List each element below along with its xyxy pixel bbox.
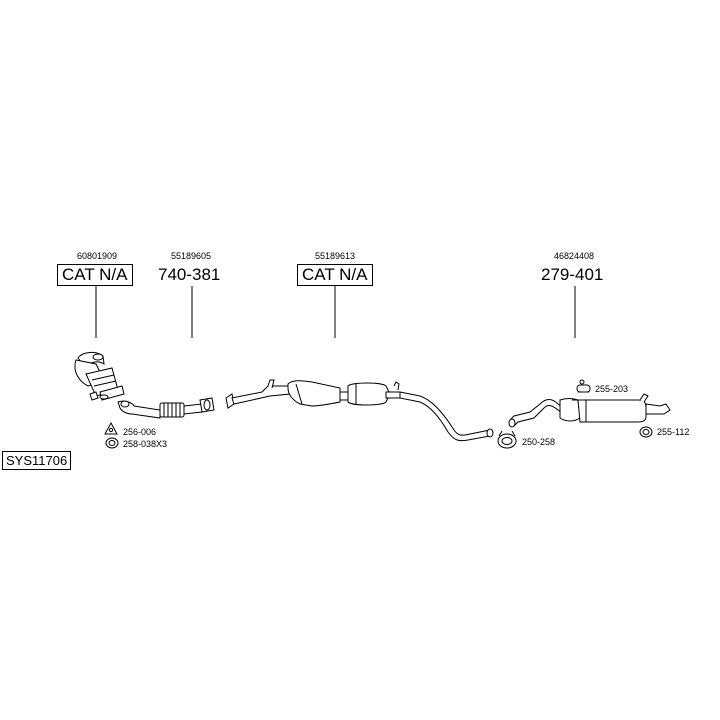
center-catalyst-part bbox=[225, 379, 494, 442]
triangle-gasket-icon bbox=[104, 421, 118, 435]
front-pipe-part bbox=[117, 397, 215, 419]
rubber-hanger-icon bbox=[576, 379, 591, 393]
rear-silencer-part bbox=[508, 393, 671, 428]
accessory-label-triangle-gasket[interactable]: 256-006 bbox=[123, 427, 157, 437]
front-catalyst-part bbox=[74, 351, 125, 401]
system-code-label: SYS11706 bbox=[2, 451, 72, 470]
accessory-label-rubber-hanger[interactable]: 255-203 bbox=[595, 384, 629, 394]
part-label-front-pipe[interactable]: 740-381 bbox=[158, 265, 221, 284]
accessory-label-ring-mount[interactable]: 255-112 bbox=[657, 427, 690, 437]
part-label-rear-silencer[interactable]: 279-401 bbox=[541, 265, 604, 284]
accessory-label-ring-gasket[interactable]: 258-038X3 bbox=[123, 439, 168, 449]
ring-gasket-icon bbox=[105, 437, 119, 449]
oem-number-center-cat: 55189613 bbox=[314, 251, 356, 261]
accessory-label-clamp[interactable]: 250-258 bbox=[522, 437, 556, 447]
clamp-icon bbox=[497, 430, 517, 449]
part-label-front-cat[interactable]: CAT N/A bbox=[57, 264, 133, 286]
oem-number-rear-silencer: 46824408 bbox=[553, 251, 595, 261]
part-label-center-cat[interactable]: CAT N/A bbox=[297, 264, 373, 286]
ring-mount-icon bbox=[639, 426, 653, 438]
oem-number-front-pipe: 55189605 bbox=[170, 251, 212, 261]
oem-number-front-cat: 60801909 bbox=[76, 251, 118, 261]
